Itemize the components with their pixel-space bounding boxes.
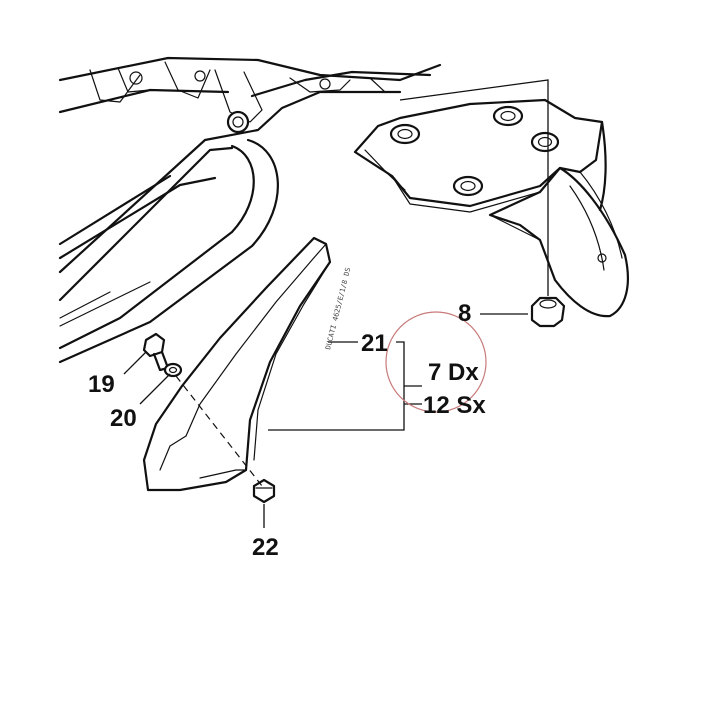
leader-part-19: [123, 351, 147, 375]
frame-assembly: [58, 56, 442, 364]
washer-part-20: [163, 362, 183, 378]
callout-8: 8: [458, 300, 471, 327]
nut-part-8: [530, 296, 566, 328]
highlight-circle: [385, 311, 487, 413]
callout-20: 20: [110, 405, 137, 432]
leader-part-8: [399, 79, 549, 315]
molded-marking-text: DUCATI 4625/E/1/8 DS: [324, 267, 352, 351]
screw-part-19: [142, 332, 170, 372]
leader-part-21: [268, 341, 422, 431]
callout-21: 21: [361, 330, 388, 357]
callout-7-dx: 7 Dx: [428, 359, 479, 386]
callout-22: 22: [252, 534, 279, 561]
bolt-part-22: [252, 478, 276, 504]
mudguard-bracket: [353, 98, 629, 318]
callout-12-sx: 12 Sx: [423, 392, 486, 419]
callout-19: 19: [88, 371, 115, 398]
leader-part-20: [139, 373, 171, 405]
